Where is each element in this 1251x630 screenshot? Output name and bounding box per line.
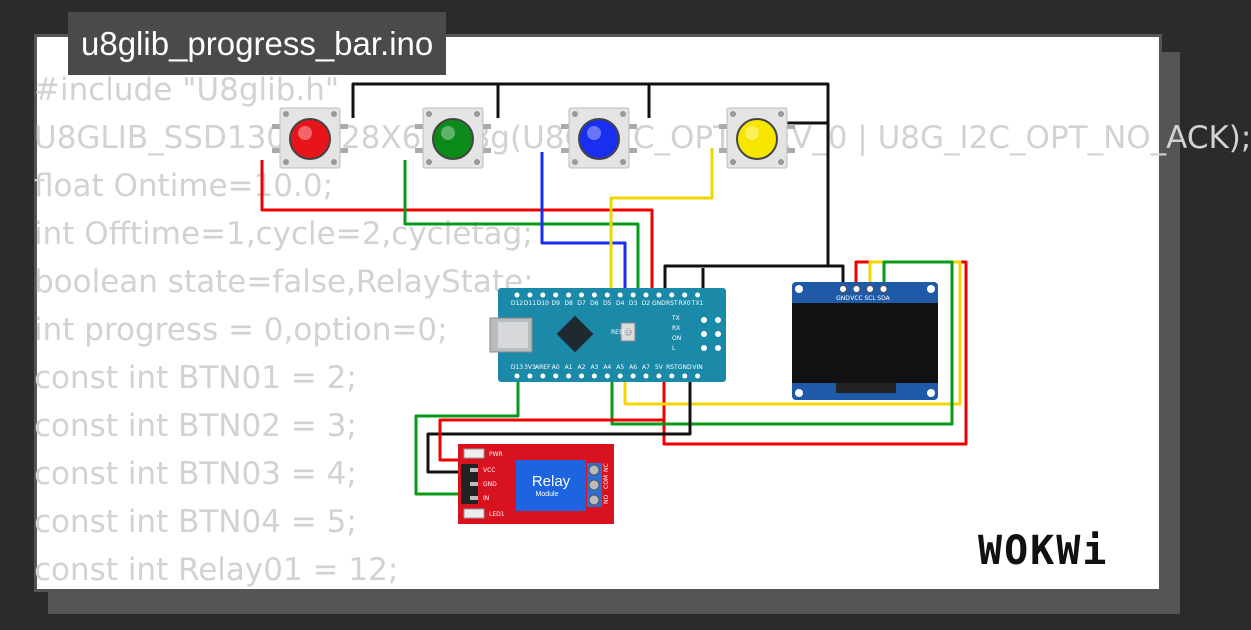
wires xyxy=(260,82,968,496)
code-line: const int Relay01 = 12; xyxy=(34,552,399,588)
code-line: int Offtime=1,cycle=2,cycletag; xyxy=(34,216,533,252)
oled-screen xyxy=(792,303,938,383)
code-line: int progress = 0,option=0; xyxy=(34,312,448,348)
code-line: const int BTN02 = 3; xyxy=(34,408,357,444)
nano-pin-label: D12 xyxy=(511,300,523,307)
code-line: const int BTN03 = 4; xyxy=(34,456,357,492)
nano-pin-label: AREF xyxy=(535,364,551,371)
code-line: boolean state=false,RelayState; xyxy=(34,264,534,300)
nano-pin-label: D10 xyxy=(537,300,549,307)
pushbutton-red-cap[interactable] xyxy=(289,118,331,160)
pushbutton-green-cap[interactable] xyxy=(432,118,474,160)
nano-pin-label: A1 xyxy=(565,364,573,371)
nano-pin-label: GND xyxy=(652,300,666,307)
relay-pwr-label: PWR xyxy=(489,451,503,458)
pushbutton-blue[interactable] xyxy=(561,107,637,169)
nano-pin-label: A3 xyxy=(590,364,598,371)
wokwi-logo: WOKWi xyxy=(978,528,1109,574)
nano-tx-label: TX xyxy=(671,315,680,322)
pushbutton-yellow[interactable] xyxy=(719,107,795,169)
nano-pin-label: D5 xyxy=(603,300,612,307)
relay-terminal-labels: NO COM NC xyxy=(603,463,610,504)
code-line: float Ontime=10.0; xyxy=(34,168,334,204)
nano-pin-label: D3 xyxy=(629,300,638,307)
nano-pin-label: D2 xyxy=(642,300,651,307)
nano-pin-label: VIN xyxy=(692,364,702,371)
nano-pin-label: D13 xyxy=(511,364,523,371)
code-line: const int BTN01 = 2; xyxy=(34,360,357,396)
nano-pin-label: D4 xyxy=(616,300,625,307)
nano-l-label: L xyxy=(672,345,676,352)
nano-pin-label: A0 xyxy=(552,364,560,371)
nano-pin-label: D6 xyxy=(590,300,599,307)
nano-pin-label: RX0 xyxy=(679,300,691,307)
nano-pin-label: A7 xyxy=(642,364,650,371)
code-line: U8GLIB_SSD1306_128X64 u8g(U8G_I2C_OPT_DE… xyxy=(34,120,1251,156)
nano-reset-label: RESET xyxy=(611,329,631,336)
relay-led-label: LED1 xyxy=(489,511,505,518)
relay-terminal-nc: NC xyxy=(603,463,610,472)
oled-pin-label: GND xyxy=(836,295,850,302)
code-line: #include "U8glib.h" xyxy=(34,72,340,108)
relay-terminal-no: NO xyxy=(603,495,610,504)
nano-pin-label: A2 xyxy=(578,364,586,371)
relay-pin-in: IN xyxy=(483,495,489,502)
nano-pin-label: A6 xyxy=(629,364,637,371)
oled-pin-label: SCL xyxy=(864,295,876,302)
page-title: u8glib_progress_bar.ino xyxy=(68,12,447,75)
pushbutton-red[interactable] xyxy=(272,107,348,169)
pushbutton-blue-cap[interactable] xyxy=(578,118,620,160)
relay-pin-gnd: GND xyxy=(483,481,497,488)
pushbutton-green[interactable] xyxy=(415,107,491,169)
relay-terminal-com: COM xyxy=(603,475,610,489)
oled-pin-label: VCC xyxy=(850,295,862,302)
nano-pin-label: A5 xyxy=(616,364,624,371)
code-preview: #include "U8glib.h" U8GLIB_SSD1306_128X64… xyxy=(34,66,1251,594)
relay-title: Relay xyxy=(532,473,571,490)
nano-pin-label: RST xyxy=(666,300,678,307)
nano-pin-label: TX1 xyxy=(691,300,704,307)
nano-pin-label: RST xyxy=(666,364,678,371)
nano-pin-label: 5V xyxy=(655,364,664,371)
relay-subtitle: Module xyxy=(536,491,559,498)
pushbutton-yellow-cap[interactable] xyxy=(736,118,778,160)
nano-on-label: ON xyxy=(672,335,681,342)
nano-rx-label: RX xyxy=(672,325,680,332)
oled-pin-label: SDA xyxy=(877,295,890,302)
code-line: const int BTN04 = 5; xyxy=(34,504,357,540)
relay-pin-vcc: VCC xyxy=(483,467,495,474)
pushbuttons xyxy=(272,107,795,169)
nano-pin-label: D11 xyxy=(524,300,536,307)
relay-module[interactable]: PWR LED1 VCC GND IN Relay Module NO COM … xyxy=(458,444,614,524)
nano-pin-label: D7 xyxy=(577,300,586,307)
nano-pin-label: D9 xyxy=(551,300,560,307)
nano-pin-label: D8 xyxy=(564,300,573,307)
nano-icsp xyxy=(701,317,721,351)
nano-pin-label: A4 xyxy=(603,364,611,371)
nano-side-labels: TX RX ON L RESET xyxy=(611,315,681,352)
nano-pin-label: GND xyxy=(678,364,692,371)
nano-pin-label: 3V3 xyxy=(524,364,536,371)
